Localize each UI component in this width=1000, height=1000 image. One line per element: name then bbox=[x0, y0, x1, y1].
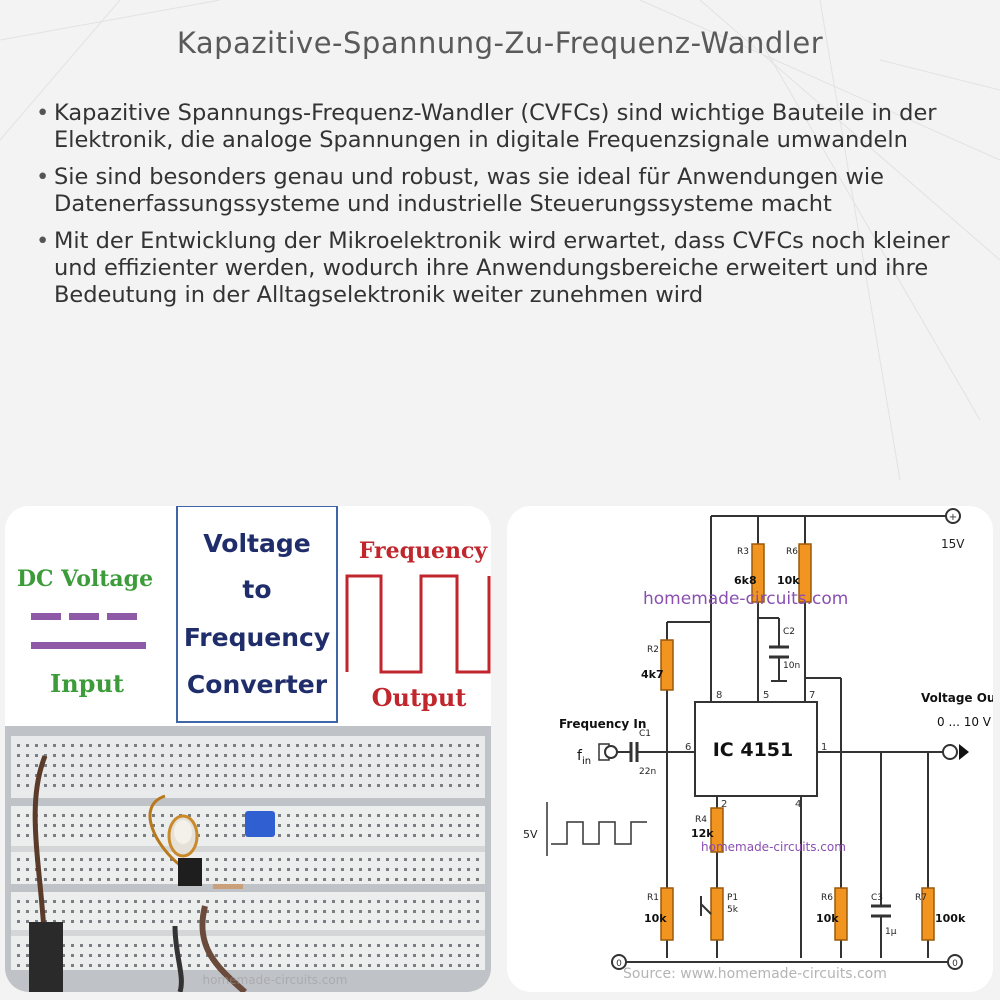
resistor-r2-icon bbox=[660, 639, 674, 691]
frequency-in-label: Frequency In bbox=[559, 717, 646, 731]
ic-label: IC 4151 bbox=[713, 739, 794, 761]
r6-bottom-value: 10k bbox=[816, 912, 839, 925]
background-network-lines bbox=[0, 0, 1000, 481]
square-wave-icon bbox=[345, 574, 491, 674]
r6-top-value: 10k bbox=[777, 574, 800, 587]
supply-voltage-label: 15V bbox=[941, 537, 965, 551]
breadboard-watermark: homemade-circuits.com bbox=[203, 973, 348, 987]
bullet-text: Kapazitive Spannungs-Frequenz-Wandler (C… bbox=[54, 100, 937, 153]
capacitor-c2-icon bbox=[769, 645, 789, 659]
page-title: Kapazitive-Spannung-Zu-Frequenz-Wandler bbox=[176, 26, 824, 60]
input-pulse-wave-icon bbox=[546, 802, 647, 856]
c3-value: 1µ bbox=[885, 927, 897, 937]
voltage-out-label: Voltage Out bbox=[921, 691, 993, 705]
converter-line-3: Frequency bbox=[184, 623, 330, 652]
r4-value: 12k bbox=[691, 827, 714, 840]
supply-terminal-icon bbox=[945, 508, 961, 524]
r2-name: R2 bbox=[647, 645, 659, 655]
resistor-r6-top-icon bbox=[798, 543, 812, 603]
bullet-item: •Sie sind besonders genau und robust, wa… bbox=[34, 164, 974, 218]
r1-value: 10k bbox=[644, 912, 667, 925]
ground-right-symbol: 0 bbox=[952, 959, 958, 969]
source-credit: Source: www.homemade-circuits.com bbox=[623, 966, 887, 982]
resistor-r6-bottom-icon bbox=[834, 887, 848, 941]
pin-4-label: 4 bbox=[795, 799, 801, 810]
frequency-label: Frequency bbox=[359, 538, 489, 564]
left-illustration-svg: DC Voltage Input Voltage to Frequency Co… bbox=[5, 506, 491, 992]
converter-line-4: Converter bbox=[187, 670, 328, 699]
r6-bottom-name: R6 bbox=[821, 893, 833, 903]
r3-name: R3 bbox=[737, 547, 749, 557]
pin-5-label: 5 bbox=[763, 690, 769, 701]
output-label: Output bbox=[372, 683, 467, 712]
schematic-wires bbox=[611, 515, 949, 963]
schematic-svg: IC 4151 8 5 7 6 1 2 4 + 15V R3 R6 C2 10n… bbox=[523, 508, 993, 982]
pulse-amplitude-label: 5V bbox=[523, 828, 538, 841]
c1-value: 22n bbox=[639, 767, 656, 777]
ground-terminal-left-icon bbox=[611, 954, 627, 970]
bullet-dot-icon: • bbox=[36, 228, 50, 254]
r1-name: R1 bbox=[647, 893, 659, 903]
resistor-r4-icon bbox=[710, 807, 724, 853]
bullet-text: Mit der Entwicklung der Mikroelektronik … bbox=[54, 228, 950, 308]
r6-top-name: R6 bbox=[786, 547, 798, 557]
fin-label: fin bbox=[577, 748, 591, 767]
r2-value: 4k7 bbox=[641, 668, 664, 681]
watermark-top: homemade-circuits.com bbox=[643, 589, 848, 609]
input-terminal-icon bbox=[604, 745, 618, 759]
watermark-middle: homemade-circuits.com bbox=[701, 840, 846, 854]
pin-1-label: 1 bbox=[821, 742, 827, 753]
r7-value: 100k bbox=[935, 912, 966, 925]
plus-symbol: + bbox=[949, 512, 957, 523]
bullet-text: Sie sind besonders genau und robust, was… bbox=[54, 164, 884, 217]
ic-4151-chip bbox=[694, 701, 818, 797]
voltage-out-range: 0 ... 10 V bbox=[937, 715, 992, 729]
p1-name: P1 bbox=[727, 893, 738, 903]
dc-symbol-icon bbox=[31, 613, 146, 649]
pin-8-label: 8 bbox=[716, 690, 722, 701]
ground-left-symbol: 0 bbox=[616, 959, 622, 969]
left-illustration-panel: DC Voltage Input Voltage to Frequency Co… bbox=[5, 506, 491, 992]
dc-voltage-label: DC Voltage bbox=[17, 566, 153, 592]
bullet-dot-icon: • bbox=[36, 100, 50, 126]
potentiometer-p1-icon bbox=[710, 887, 724, 941]
r7-name: R7 bbox=[915, 893, 927, 903]
schematic-panel: IC 4151 8 5 7 6 1 2 4 + 15V R3 R6 C2 10n… bbox=[507, 506, 993, 992]
input-label: Input bbox=[50, 669, 124, 698]
pin-6-label: 6 bbox=[685, 742, 691, 753]
c1-name: C1 bbox=[639, 729, 651, 739]
resistor-r3-icon bbox=[751, 543, 765, 603]
r4-name: R4 bbox=[695, 815, 707, 825]
pin-7-label: 7 bbox=[809, 690, 815, 701]
resistor-r7-icon bbox=[921, 887, 935, 941]
r3-value: 6k8 bbox=[734, 574, 757, 587]
resistor-r1-icon bbox=[660, 887, 674, 941]
p1-value: 5k bbox=[727, 905, 739, 915]
capacitor-c1-icon bbox=[629, 742, 639, 762]
converter-line-2: to bbox=[242, 575, 271, 604]
bullet-item: •Mit der Entwicklung der Mikroelektronik… bbox=[34, 228, 974, 309]
capacitor-c3-icon bbox=[871, 904, 891, 918]
pin-2-label: 2 bbox=[721, 799, 727, 810]
c2-name: C2 bbox=[783, 627, 795, 637]
bullet-dot-icon: • bbox=[36, 164, 50, 190]
potentiometer-wiper-icon bbox=[700, 896, 712, 916]
ground-terminal-right-icon bbox=[947, 954, 963, 970]
output-arrow-icon bbox=[959, 744, 969, 760]
c2-value: 10n bbox=[783, 661, 800, 671]
converter-line-1: Voltage bbox=[203, 529, 310, 558]
converter-box bbox=[176, 506, 338, 723]
breadboard-photo bbox=[5, 726, 491, 992]
bullet-list: •Kapazitive Spannungs-Frequenz-Wandler (… bbox=[34, 100, 974, 319]
bullet-item: •Kapazitive Spannungs-Frequenz-Wandler (… bbox=[34, 100, 974, 154]
c3-name: C3 bbox=[871, 893, 883, 903]
output-terminal-icon bbox=[942, 744, 958, 760]
